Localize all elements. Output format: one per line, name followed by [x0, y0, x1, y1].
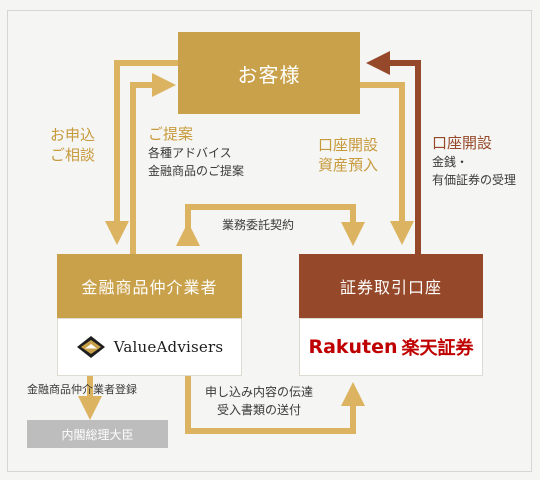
prime-minister-label: 内閣総理大臣: [61, 427, 134, 442]
transmit-label: 申し込み内容の伝達 受入書類の送付: [205, 383, 313, 419]
arrow-contract: [176, 204, 365, 246]
proposal-title: ご提案: [148, 125, 194, 143]
proposal-line-1: 各種アドバイス: [148, 146, 232, 160]
apply-label-line-2: ご相談: [50, 146, 96, 164]
open-deposit-line-1: 口座開設: [318, 136, 379, 154]
rakuten-logo-text: Rakuten: [308, 336, 398, 358]
arrow-apply: [105, 60, 178, 245]
valueadvisers-logo-panel: ValueAdvisers: [57, 318, 242, 376]
open-receipt-title: 口座開設: [432, 134, 493, 152]
transmit-line-2: 受入書類の送付: [217, 403, 302, 417]
apply-label: お申込 ご相談: [50, 125, 95, 165]
transmit-line-1: 申し込み内容の伝達: [205, 385, 314, 399]
registration-label: 金融商品仲介業者登録: [27, 383, 137, 396]
broker-node: 金融商品仲介業者: [57, 254, 242, 318]
open-deposit-label: 口座開設 資産預入: [318, 135, 378, 175]
rakuten-securities-logo-text: 楽天証券: [401, 338, 474, 359]
arrow-proposal: [130, 73, 176, 254]
customer-label: お客様: [237, 62, 301, 87]
valueadvisers-emblem-icon: [76, 336, 105, 358]
open-receipt-label: 口座開設 金銭・ 有価証券の受理: [432, 133, 516, 189]
customer-node: お客様: [178, 32, 360, 114]
valueadvisers-logo-text: ValueAdvisers: [113, 338, 224, 356]
arrow-open-receipt: [366, 51, 421, 254]
open-receipt-line-2: 有価証券の受理: [432, 173, 517, 187]
rakuten-logo-panel: Rakuten 楽天証券: [299, 318, 483, 376]
account-label: 証券取引口座: [339, 278, 442, 297]
apply-label-line-1: お申込: [50, 126, 96, 144]
proposal-line-2: 金融商品のご提案: [148, 164, 245, 178]
broker-label: 金融商品仲介業者: [81, 278, 218, 297]
proposal-label: ご提案 各種アドバイス 金融商品のご提案: [148, 124, 244, 180]
open-receipt-line-1: 金銭・: [432, 155, 469, 169]
contract-label: 業務委託契約: [222, 218, 295, 232]
arrow-transmit: [185, 376, 365, 434]
arrow-open-deposit: [360, 82, 414, 245]
securities-account-node: 証券取引口座: [299, 254, 483, 318]
open-deposit-line-2: 資産預入: [318, 156, 379, 174]
prime-minister-node: 内閣総理大臣: [27, 420, 168, 448]
